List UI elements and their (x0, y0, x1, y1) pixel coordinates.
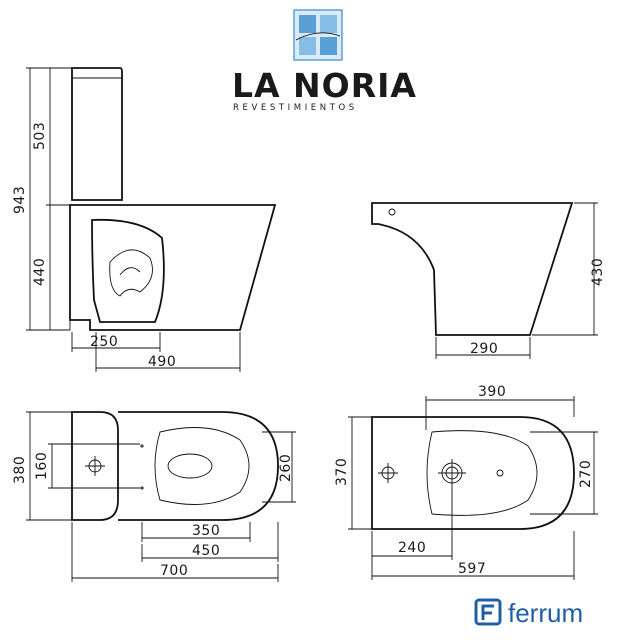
dim-bidet-height: 430 (590, 258, 606, 286)
dim-total-height: 943 (12, 186, 28, 214)
dim-tap-span: 390 (478, 384, 506, 400)
bidet-side-view (371, 202, 574, 336)
dim-outlet-distance: 250 (90, 334, 118, 350)
ferrum-logo-icon (474, 598, 502, 626)
dim-wc-width: 380 (12, 456, 28, 484)
brand-subtitle: REVESTIMIENTOS (233, 103, 358, 113)
dim-bidet-inner-width: 270 (578, 460, 594, 488)
bidet-side-dim-lines (435, 202, 598, 359)
dim-bowl-height: 440 (32, 258, 48, 286)
side-dim-lines (26, 67, 241, 372)
bidet-top-dim-lines (348, 396, 598, 580)
ferrum-brand: ferrum (508, 598, 583, 628)
wc-side-view (69, 67, 277, 331)
dim-seat-total: 450 (192, 543, 220, 559)
dim-seat-width: 260 (278, 454, 294, 482)
la-noria-logo-icon (293, 9, 343, 61)
dim-wc-total-length: 700 (160, 563, 188, 579)
dim-bidet-total-length: 597 (458, 561, 486, 577)
wc-top-dim-lines (26, 411, 296, 582)
dim-seat-to-front: 350 (192, 523, 220, 539)
dim-length: 490 (148, 354, 176, 370)
dim-bidet-width: 370 (334, 458, 350, 486)
dim-tank-height: 503 (32, 122, 48, 150)
wc-top-view (71, 411, 279, 521)
dim-hole-offset: 240 (398, 540, 426, 556)
brand-name: LA NORIA (232, 66, 417, 105)
dim-hole-spacing: 160 (34, 452, 50, 480)
dim-bidet-base: 290 (470, 341, 498, 357)
bidet-top-view (371, 416, 575, 530)
